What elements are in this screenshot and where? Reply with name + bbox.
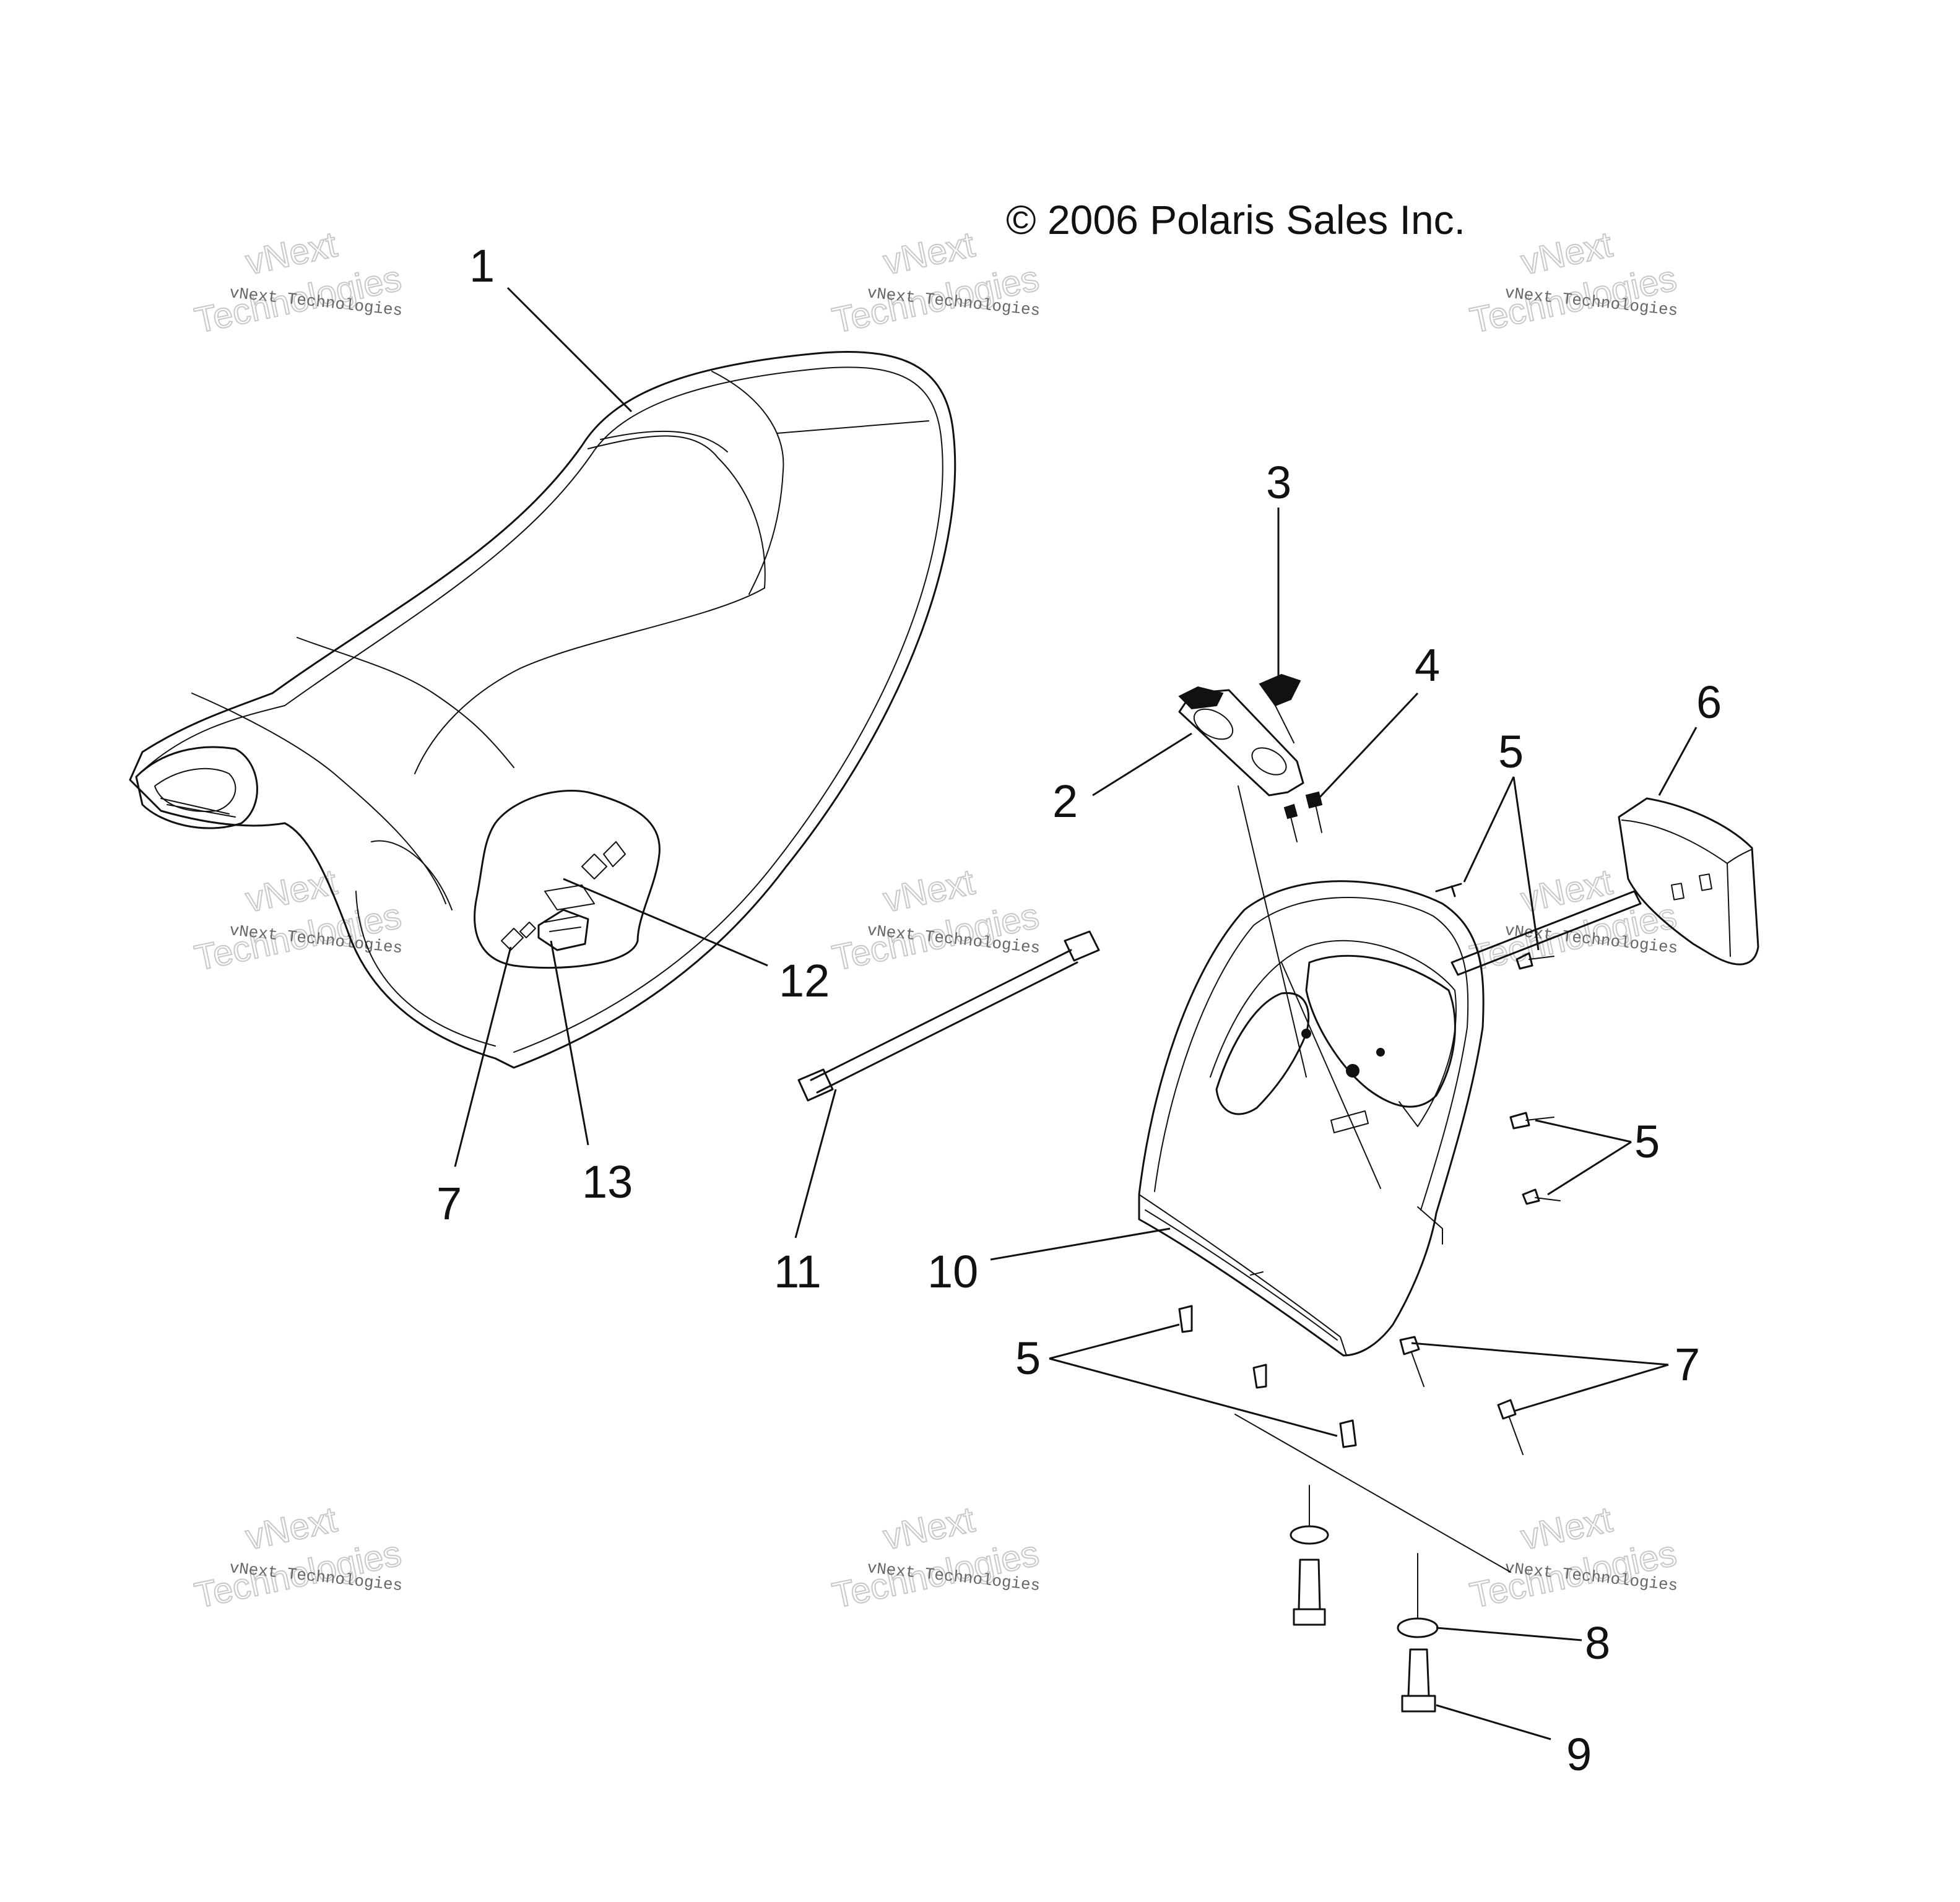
pin-fastener (1252, 1364, 1267, 1389)
push-rivet (1399, 1336, 1420, 1355)
callout-3: 3 (1266, 457, 1291, 508)
fasteners (1178, 883, 1561, 1713)
callout-4: 4 (1415, 639, 1440, 691)
washer (1397, 1617, 1439, 1638)
pin-fastener (1339, 1419, 1357, 1448)
callout-8: 8 (1585, 1617, 1610, 1669)
seat-latch-hardware (501, 841, 626, 951)
callout-1: 1 (469, 240, 495, 292)
pin-fastener (1522, 1188, 1540, 1205)
callout-5: 5 (1015, 1333, 1041, 1384)
strap-buckle (1064, 930, 1100, 962)
copyright-text: © 2006 Polaris Sales Inc. (1006, 197, 1465, 243)
watermark-tl: vNext Technologies (191, 223, 405, 342)
watermark-mc: vNext Technologies (828, 861, 1043, 979)
latch-bracket-assembly (1178, 673, 1323, 842)
bucket-slot (1330, 1110, 1369, 1133)
callout-2: 2 (1052, 776, 1078, 827)
callout-7: 7 (436, 1178, 462, 1229)
leader-lines (454, 287, 1698, 1740)
tail-box (1450, 797, 1759, 976)
watermark-ml: vNext Technologies (191, 861, 405, 979)
callout-9: 9 (1566, 1729, 1592, 1780)
pin-fastener (1516, 952, 1533, 970)
watermark-mr: vNext Technologies (1466, 861, 1681, 979)
storage-bucket (1138, 880, 1485, 1357)
seat-assembly (129, 351, 956, 1069)
plate-hole (1193, 708, 1234, 740)
screw (1283, 803, 1298, 819)
strap-buckle (797, 1068, 834, 1102)
pin-fastener (1509, 1112, 1530, 1130)
callout-6: 6 (1696, 677, 1722, 728)
push-rivet (1497, 1399, 1517, 1420)
strap (797, 930, 1100, 1102)
bucket-recess (1215, 992, 1310, 1115)
latch-lever (1259, 673, 1301, 707)
callout-7: 7 (1675, 1339, 1700, 1390)
washer (1290, 1525, 1329, 1545)
callout-5: 5 (1498, 726, 1524, 777)
bolt (1298, 1558, 1321, 1610)
watermark-bc: vNext Technologies (828, 1498, 1043, 1617)
callout-labels: 1 2 3 4 5 6 5 5 7 8 9 10 11 12 13 7 (436, 240, 1722, 1780)
bolt (1407, 1648, 1430, 1697)
watermark-bl: vNext Technologies (191, 1498, 405, 1617)
tail-rod (1450, 890, 1642, 976)
pin-fastener (1435, 883, 1462, 897)
callout-13: 13 (582, 1156, 633, 1208)
watermark-br: vNext Technologies (1466, 1498, 1681, 1617)
assembly-lines (1234, 785, 1511, 1619)
callout-11: 11 (774, 1246, 822, 1297)
callout-12: 12 (779, 955, 830, 1006)
pin-fastener (1178, 1305, 1193, 1333)
bucket-pocket (1305, 954, 1456, 1108)
callout-5: 5 (1634, 1116, 1660, 1167)
screw (1305, 791, 1323, 809)
plate-hole (1251, 747, 1287, 776)
watermark-tr: vNext Technologies (1466, 223, 1681, 342)
callout-10: 10 (927, 1246, 978, 1297)
strap-band (810, 949, 1078, 1094)
